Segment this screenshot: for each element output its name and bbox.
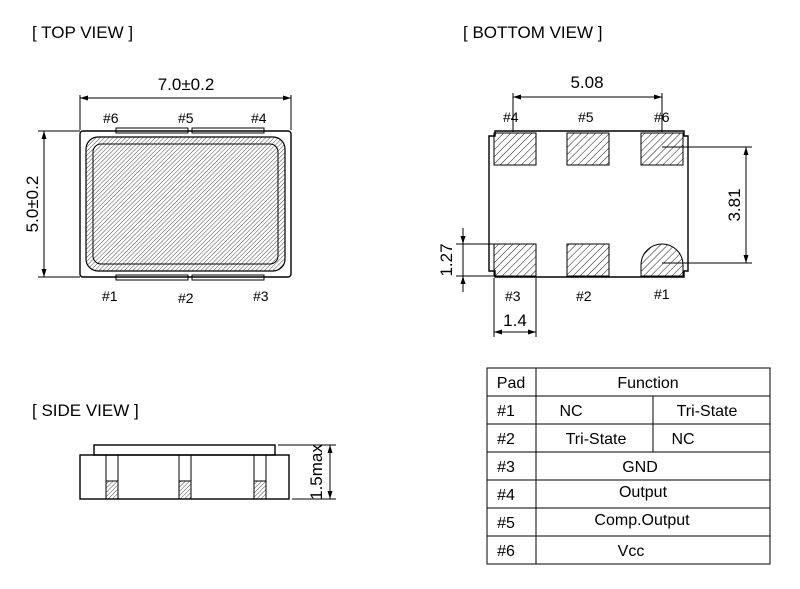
table-row-1-func-b: Tri-State: [677, 403, 738, 420]
bottom-pin-4: #4: [503, 109, 519, 125]
table-header-function: Function: [617, 375, 678, 392]
bottom-pad-5: [566, 132, 610, 166]
table-row-2-func-a: Tri-State: [566, 431, 627, 448]
bottom-pin-2: #2: [576, 288, 592, 304]
bottom-pin-5: #5: [578, 109, 594, 125]
side-view-title: [ SIDE VIEW ]: [32, 401, 139, 420]
side-castellation-3-solder: [253, 480, 267, 500]
side-view: [ SIDE VIEW ] 1.5max: [32, 401, 336, 500]
table-row-1-pad: #1: [497, 403, 515, 420]
bottom-pad-4: [493, 132, 537, 166]
side-height-dimension: 1.5max: [278, 444, 336, 500]
side-castellation-2-solder: [178, 480, 192, 500]
table-header-pad: Pad: [497, 375, 525, 392]
top-pin-4: #4: [251, 110, 267, 126]
bottom-edge-pad-left: [115, 274, 189, 281]
top-edge-pad-left: [115, 127, 189, 134]
bottom-pad-3: [493, 243, 537, 277]
top-view: [ TOP VIEW ] 7.0±0.2 5.0±0.2: [23, 23, 292, 306]
top-seal-ring: [85, 136, 286, 272]
pitch-x-label: 5.08: [570, 73, 603, 92]
table-row-3-func: GND: [622, 459, 658, 476]
pad-function-table: Pad Function #1 NC Tri-State #2 Tri-Stat…: [486, 367, 771, 565]
table-row-4-pad: #4: [497, 487, 515, 504]
pad-height-dimension: 1.27: [437, 228, 494, 292]
pad-width-dimension: 1.4: [493, 278, 537, 337]
top-pin-1: #1: [102, 288, 118, 304]
table-row-6-pad: #6: [497, 543, 515, 560]
bottom-edge-pad-right: [191, 274, 265, 281]
top-pin-2: #2: [178, 290, 194, 306]
bottom-view-title: [ BOTTOM VIEW ]: [463, 23, 602, 42]
pad-width-label: 1.4: [503, 311, 527, 330]
top-length-dimension: 7.0±0.2: [79, 75, 292, 130]
pitch-y-label: 3.81: [725, 188, 744, 221]
top-pin-3: #3: [253, 288, 269, 304]
table-row-6-func: Vcc: [618, 543, 645, 560]
top-view-title: [ TOP VIEW ]: [32, 23, 133, 42]
top-edge-pad-right: [191, 127, 265, 134]
top-pin-6: #6: [103, 110, 119, 126]
bottom-pad-2: [566, 243, 610, 277]
table-row-1-func-a: NC: [559, 403, 582, 420]
table-row-3-pad: #3: [497, 459, 515, 476]
top-width-dimension: 5.0±0.2: [23, 130, 80, 278]
side-lid: [93, 444, 276, 456]
pad-height-label: 1.27: [437, 243, 456, 276]
bottom-pad-6: [640, 132, 684, 166]
side-height-label: 1.5max: [307, 444, 326, 500]
table-border: [486, 367, 771, 565]
bottom-view: [ BOTTOM VIEW ] 5.08 3.81: [437, 23, 752, 337]
bottom-pitch-x-dimension: 5.08: [512, 73, 663, 132]
table-row-4-func: Output: [619, 484, 668, 501]
table-row-5-func: Comp.Output: [594, 512, 690, 529]
bottom-pitch-y-dimension: 3.81: [662, 146, 752, 264]
table-row-2-func-b: NC: [671, 431, 694, 448]
bottom-pin-1: #1: [654, 286, 670, 302]
top-pin-5: #5: [178, 110, 194, 126]
table-row-5-pad: #5: [497, 515, 515, 532]
top-width-label: 5.0±0.2: [23, 176, 42, 233]
top-length-label: 7.0±0.2: [158, 75, 215, 94]
bottom-pin-3: #3: [505, 288, 521, 304]
top-lid: [92, 143, 279, 265]
top-package-outline: [79, 130, 292, 278]
bottom-pin-6: #6: [654, 109, 670, 125]
side-castellation-1-solder: [105, 480, 119, 500]
bottom-pad-1: [640, 243, 684, 277]
table-row-2-pad: #2: [497, 431, 515, 448]
bottom-package-outline: [488, 130, 689, 278]
